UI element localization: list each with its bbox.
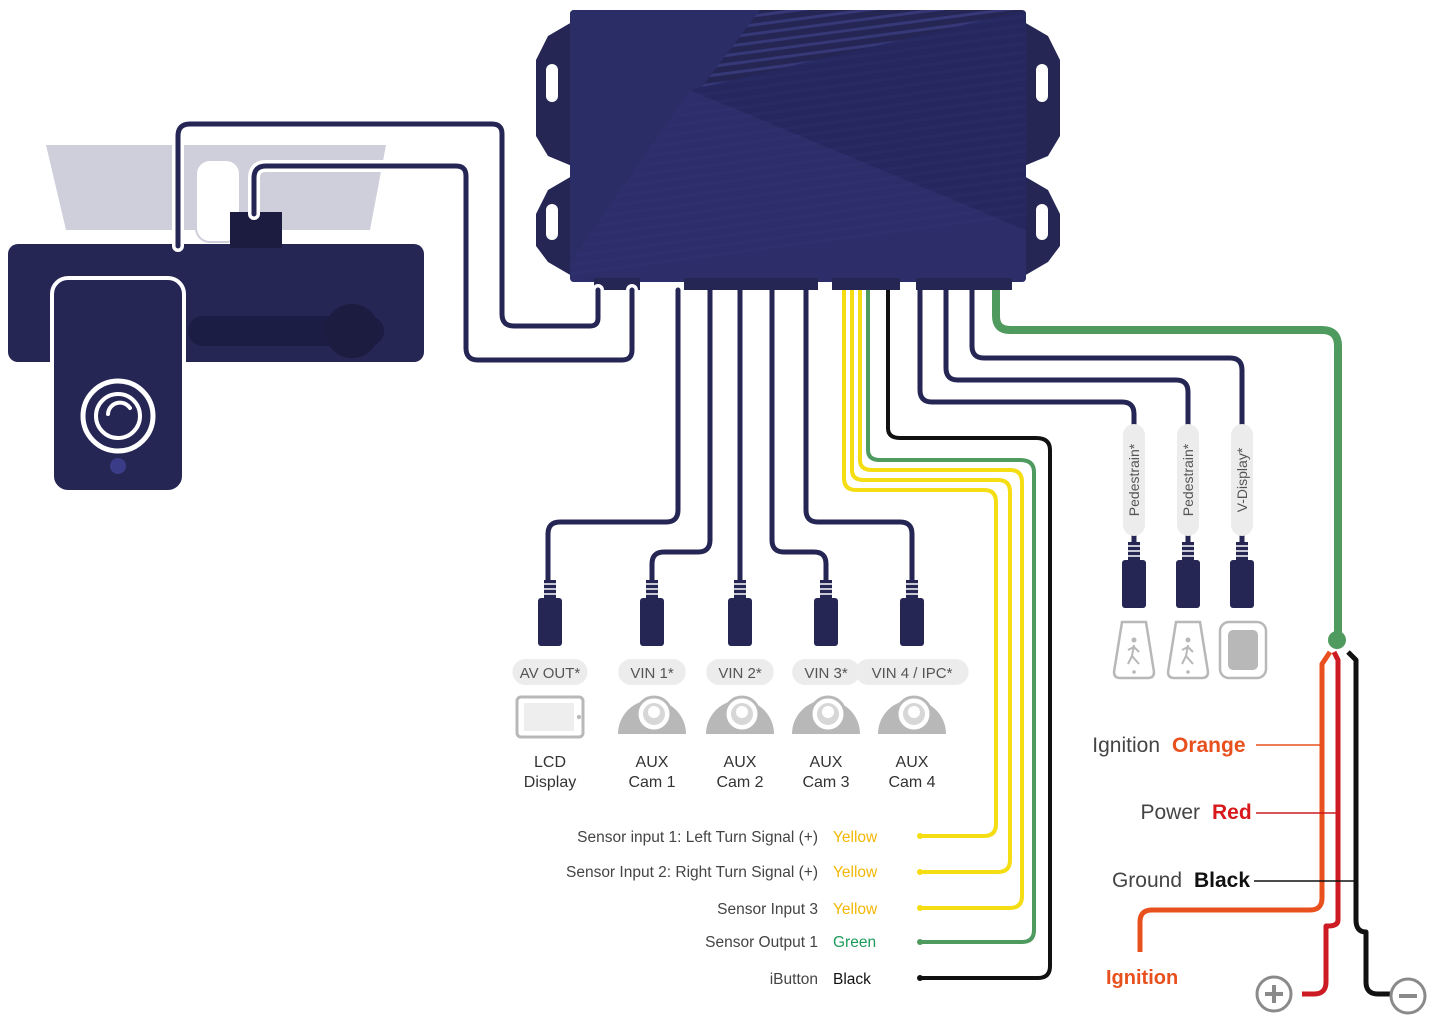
sensor-color-label: Yellow: [833, 901, 878, 918]
camera-connector: [538, 580, 562, 646]
accessory-label-pill: V-Display*: [1231, 424, 1253, 536]
negative-terminal-icon: [1389, 977, 1427, 1015]
port-pills: AV OUT* VIN 1* VIN 2* VIN 3* VIN 4 / IPC*: [512, 659, 969, 685]
port-label: VIN 2*: [718, 665, 762, 682]
sensor-label: Sensor Output 1: [705, 934, 818, 951]
sensor-wires: [842, 290, 1052, 980]
accessory-label: Pedestrain*: [1180, 443, 1196, 516]
display-screen-icon: [1218, 620, 1268, 680]
connectors: [538, 542, 1254, 646]
device-name-line1: LCD: [534, 754, 566, 771]
sensor-labels: Sensor input 1: Left Turn Signal (+) Yell…: [566, 829, 878, 988]
port-label: VIN 3*: [804, 665, 848, 682]
port-label: VIN 1*: [630, 665, 674, 682]
accessory-group: Pedestrain* Pedestrain* V-Display*: [1112, 424, 1268, 680]
port-pill: VIN 4 / IPC*: [855, 659, 969, 685]
device-name-line1: AUX: [724, 754, 757, 771]
power-color-label: Black: [1194, 869, 1250, 892]
power-color-label: Red: [1212, 801, 1252, 824]
sensor-color-label: Yellow: [833, 829, 878, 846]
camera-connector: [728, 580, 752, 646]
power-label: Power: [1140, 801, 1200, 824]
sensor-label: Sensor Input 2: Right Turn Signal (+): [566, 864, 818, 881]
port-label: AV OUT*: [520, 665, 581, 682]
power-harness-cable: [992, 290, 1342, 638]
pedestrian-icon: [1166, 620, 1210, 680]
camera-connector: [640, 580, 664, 646]
dashcam: [8, 145, 424, 494]
power-label: Ground: [1112, 869, 1182, 892]
dome-camera-icon: [618, 695, 686, 734]
device-name-line2: Cam 3: [802, 774, 849, 791]
port-pill: VIN 3*: [792, 659, 860, 685]
sensor-label: iButton: [770, 971, 818, 988]
device-names: LCD Display AUX Cam 1 AUX Cam 2 AUX Cam 3 AUX Cam…: [524, 754, 936, 791]
port-pill: VIN 1*: [618, 659, 686, 685]
power-label: Ignition: [1092, 734, 1160, 757]
pedestrian-icon: [1112, 620, 1156, 680]
device-name-line2: Cam 1: [628, 774, 675, 791]
accessory-connector: [1230, 542, 1254, 608]
port-label: VIN 4 / IPC*: [872, 665, 953, 682]
sensor-wire-ends: [917, 833, 923, 981]
sensor-label: Sensor input 1: Left Turn Signal (+): [577, 829, 818, 846]
power-color-label: Orange: [1172, 734, 1246, 757]
accessory-cables: [917, 287, 1245, 547]
control-unit: [536, 10, 1060, 290]
accessory-connector: [1176, 542, 1200, 608]
power-wires: [1137, 650, 1390, 997]
dome-camera-icon: [792, 695, 860, 734]
device-name-line1: AUX: [896, 754, 929, 771]
camera-cables: [545, 287, 915, 583]
device-icons: [515, 695, 946, 739]
device-name-line2: Display: [524, 774, 576, 791]
dome-camera-icon: [878, 695, 946, 734]
harness-split-node: [1328, 631, 1346, 649]
ignition-terminal-label: Ignition: [1106, 967, 1178, 989]
sensor-label: Sensor Input 3: [717, 901, 818, 918]
camera-connector: [900, 580, 924, 646]
sensor-color-label: Yellow: [833, 864, 878, 881]
camera-connector: [814, 580, 838, 646]
port-pill: AV OUT*: [512, 659, 588, 685]
accessory-label-pill: Pedestrain*: [1177, 424, 1199, 536]
accessory-label-pill: Pedestrain*: [1123, 424, 1145, 536]
accessory-label: V-Display*: [1234, 447, 1250, 512]
positive-terminal-icon: [1255, 975, 1293, 1013]
sensor-color-label: Black: [833, 971, 871, 988]
lcd-display-icon: [515, 695, 585, 739]
accessory-label: Pedestrain*: [1126, 443, 1142, 516]
port-pill: VIN 2*: [706, 659, 774, 685]
device-name-line2: Cam 2: [716, 774, 763, 791]
accessory-connector: [1122, 542, 1146, 608]
dashcam-cables: [172, 118, 638, 366]
sensor-color-label: Green: [833, 934, 876, 951]
device-name-line1: AUX: [636, 754, 669, 771]
device-name-line1: AUX: [810, 754, 843, 771]
device-name-line2: Cam 4: [888, 774, 935, 791]
power-callout-lines: [1254, 744, 1356, 882]
dome-camera-icon: [706, 695, 774, 734]
